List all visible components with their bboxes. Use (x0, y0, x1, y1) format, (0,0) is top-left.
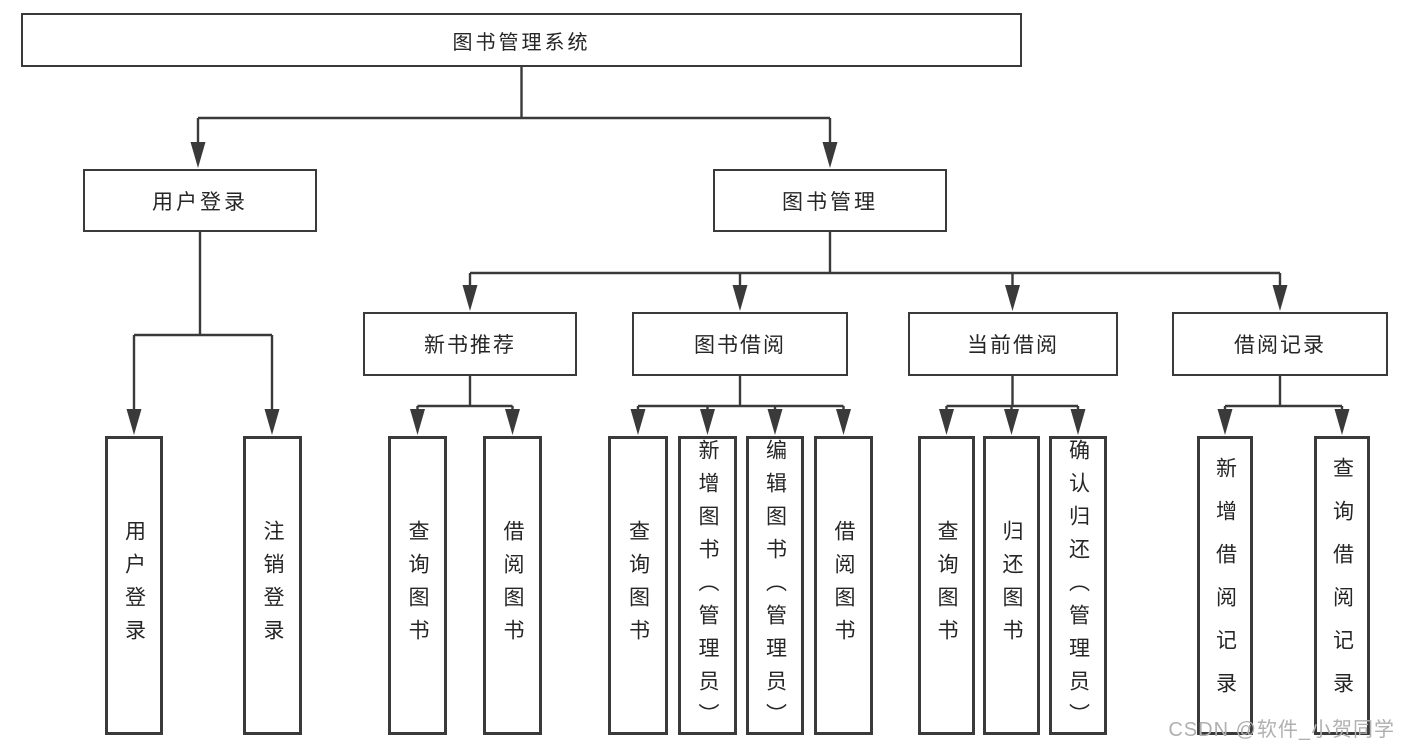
leaf-borrow-query-books: 查询图书 (608, 436, 668, 735)
node-user-login: 用户登录 (83, 169, 317, 232)
node-book-borrow: 图书借阅 (632, 312, 848, 376)
node-borrow-records: 借阅记录 (1172, 312, 1388, 376)
leaf-return-books: 归还图书 (983, 436, 1040, 735)
leaf-edit-books-admin: 编辑图书（管理员） (746, 436, 804, 736)
leaf-logout-login: 注销登录 (243, 436, 302, 735)
leaf-recommend-query-books: 查询图书 (388, 436, 447, 735)
node-book-management: 图书管理 (713, 169, 947, 232)
leaf-add-books-admin: 新增图书（管理员） (678, 436, 737, 736)
csdn-watermark: CSDN @软件_小贺同学 (1168, 719, 1395, 741)
leaf-confirm-return-admin: 确认归还（管理员） (1049, 436, 1107, 736)
node-root: 图书管理系统 (21, 13, 1022, 67)
leaf-add-borrow-record: 新增借阅记录 (1197, 436, 1253, 735)
leaf-query-borrow-record: 查询借阅记录 (1314, 436, 1370, 735)
leaf-user-login: 用户登录 (105, 436, 163, 735)
node-new-book-recommend: 新书推荐 (363, 312, 577, 376)
leaf-recommend-borrow-books: 借阅图书 (483, 436, 542, 735)
leaf-current-query-books: 查询图书 (918, 436, 975, 735)
leaf-borrow-borrow-books: 借阅图书 (814, 436, 873, 735)
node-current-borrow: 当前借阅 (908, 312, 1118, 376)
